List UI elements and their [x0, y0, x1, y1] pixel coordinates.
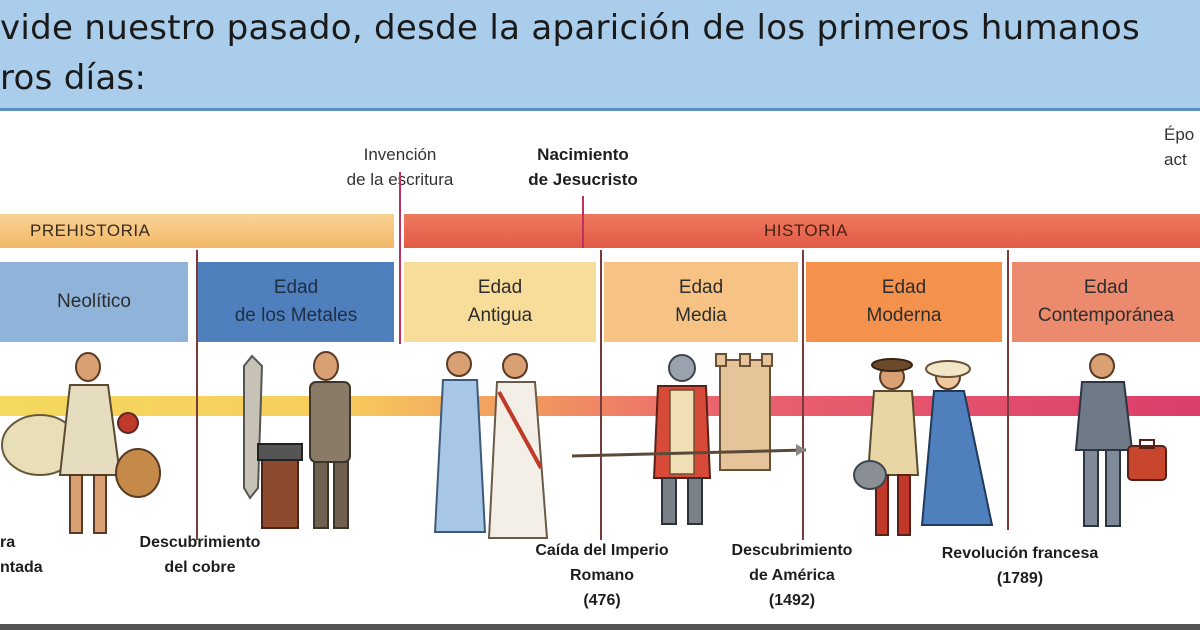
age-medieval-line2: Media [675, 305, 727, 326]
event-rome-line1: Caída del Imperio [535, 542, 669, 559]
event-rome-line2: Romano [570, 567, 634, 584]
event-current-line2: act [1164, 150, 1187, 169]
event-fall-of-rome: Caída del Imperio Romano (476) [514, 538, 690, 613]
divider-modern-contemporary [1007, 250, 1009, 530]
event-copper-line1: Descubrimiento [139, 534, 261, 551]
event-america-year: (1492) [768, 592, 816, 609]
age-contemporary: Edad Contemporánea [1012, 262, 1200, 342]
banner-text-line-2: ros días: [0, 58, 147, 98]
age-neolithic: Neolítico [0, 262, 188, 342]
metalworker-icon [243, 351, 351, 529]
age-ancient-line1: Edad [477, 277, 523, 298]
age-neolithic-label: Neolítico [57, 291, 131, 312]
header-banner: vide nuestro pasado, desde la aparición … [0, 0, 1200, 111]
age-modern: Edad Moderna [806, 262, 1002, 342]
divider-medieval-modern [802, 250, 804, 540]
event-current-era: Épo act [1164, 122, 1200, 172]
age-metals: Edad de los Metales [198, 262, 394, 342]
event-jesus-line1: Nacimiento [537, 145, 629, 164]
event-agriculture: ra ntada [0, 530, 43, 580]
modern-businessman-icon [1074, 353, 1167, 527]
bottom-border [0, 624, 1200, 630]
event-america-line1: Descubrimiento [731, 542, 853, 559]
age-ancient: Edad Antigua [404, 262, 596, 342]
event-french-line1: Revolución francesa [941, 545, 1099, 562]
prehistory-bar: PREHISTORIA [0, 214, 394, 248]
history-label: HISTORIA [764, 221, 848, 240]
banner-text-line-1: vide nuestro pasado, desde la aparición … [0, 8, 1141, 48]
event-french-revolution: Revolución francesa (1789) [918, 541, 1122, 591]
age-metals-line2: de los Metales [234, 305, 358, 326]
event-birth-of-jesus: Nacimiento de Jesucristo [508, 142, 658, 192]
renaissance-couple-icon [853, 358, 994, 536]
event-current-line1: Épo [1164, 125, 1195, 144]
age-contemporary-line1: Edad [1083, 277, 1129, 298]
age-modern-line2: Moderna [866, 305, 942, 326]
prehistory-label: PREHISTORIA [30, 221, 151, 240]
event-america-line2: de América [749, 567, 835, 584]
event-copper-line2: del cobre [164, 559, 236, 576]
age-modern-line1: Edad [881, 277, 927, 298]
medieval-knight-icon [571, 353, 807, 525]
age-ancient-line2: Antigua [467, 305, 533, 326]
roman-couple-icon [433, 351, 549, 539]
event-copper-discovery: Descubrimiento del cobre [120, 530, 280, 580]
history-bar: HISTORIA [404, 214, 1200, 248]
event-agri-line1: ra [0, 534, 16, 551]
event-french-year: (1789) [996, 570, 1044, 587]
divider-neolithic-metals [196, 250, 198, 540]
marker-writing [399, 172, 401, 344]
event-rome-year: (476) [583, 592, 621, 609]
event-discovery-of-america: Descubrimiento de América (1492) [712, 538, 872, 613]
event-agri-line2: ntada [0, 559, 43, 576]
event-jesus-line2: de Jesucristo [528, 170, 638, 189]
neolithic-woman-icon [1, 352, 161, 534]
age-metals-line1: Edad [273, 277, 319, 298]
marker-jesus [582, 196, 584, 248]
event-writing-line1: Invención [363, 145, 437, 164]
age-medieval: Edad Media [604, 262, 798, 342]
age-contemporary-line2: Contemporánea [1037, 305, 1175, 326]
age-medieval-line1: Edad [678, 277, 724, 298]
divider-ancient-medieval [600, 250, 602, 540]
